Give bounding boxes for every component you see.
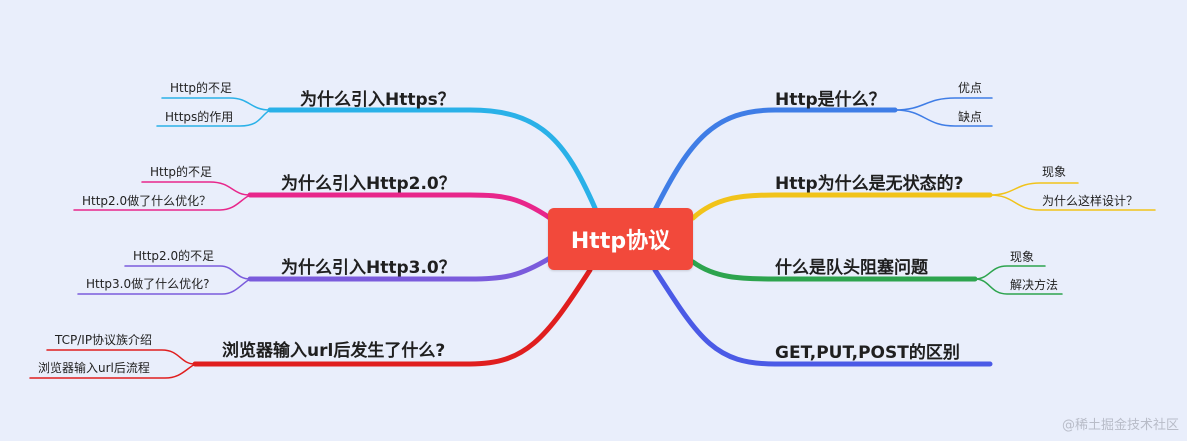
branch-line-why-https: [267, 107, 598, 211]
topic-what-is-http[interactable]: Http是什么？: [775, 90, 886, 110]
subtopic-phenomenon-stateless[interactable]: 现象: [1042, 165, 1067, 179]
topic-browser-url[interactable]: 浏览器输入url后发生了什么?: [222, 341, 446, 361]
child-line-why-designed: [989, 194, 1156, 211]
branch-line-what-is-http: [652, 107, 898, 213]
subtopic-url-flow[interactable]: 浏览器输入url后流程: [38, 361, 150, 375]
child-line-tcpip-intro: [46, 349, 196, 365]
subtopic-why-designed[interactable]: 为什么这样设计？: [1042, 194, 1139, 208]
child-line-solution: [974, 278, 1063, 295]
topic-head-of-line-blocking[interactable]: 什么是队头阻塞问题: [775, 258, 928, 278]
subtopic-http-shortcomings-2[interactable]: Http的不足: [150, 165, 213, 179]
child-line-http2-shortcomings: [124, 265, 251, 280]
subtopic-http2-shortcomings[interactable]: Http2.0的不足: [133, 249, 215, 263]
topic-why-http3[interactable]: 为什么引入Http3.0？: [281, 258, 456, 278]
watermark: @稀土掘金技术社区: [1061, 418, 1179, 433]
branch-line-hol: [690, 259, 978, 282]
subtopic-phenomenon-hol[interactable]: 现象: [1010, 250, 1035, 264]
subtopic-https-role[interactable]: Https的作用: [165, 110, 234, 124]
branch-line-why-http2: [247, 192, 553, 221]
branch-line-get-put-post: [652, 267, 993, 367]
subtopic-http-shortcomings-1[interactable]: Http的不足: [170, 81, 233, 95]
subtopic-http3-optimizations[interactable]: Http3.0做了什么优化?: [86, 277, 210, 291]
child-line-http-shortcomings-2: [141, 181, 251, 196]
topic-get-put-post[interactable]: GET,PUT,POST的区别: [775, 343, 960, 363]
subtopic-http2-optimizations[interactable]: Http2.0做了什么优化？: [82, 194, 212, 208]
branch-line-browser-url: [192, 267, 593, 367]
topic-http-stateless[interactable]: Http为什么是无状态的?: [775, 174, 964, 194]
subtopic-disadvantages[interactable]: 缺点: [958, 110, 983, 124]
central-topic[interactable]: Http协议: [548, 208, 693, 270]
subtopic-advantages[interactable]: 优点: [958, 81, 983, 95]
child-line-url-flow: [29, 363, 196, 379]
child-line-phenomenon-stateless: [989, 182, 1079, 196]
branch-line-why-http3: [247, 255, 553, 282]
child-line-https-role: [156, 109, 271, 127]
topic-why-https[interactable]: 为什么引入Https？: [300, 90, 455, 110]
subtopic-tcpip-intro[interactable]: TCP/IP协议族介绍: [55, 333, 153, 347]
subtopic-solution[interactable]: 解决方法: [1010, 278, 1059, 292]
child-line-http3-optimizations: [77, 278, 251, 295]
child-line-disadvantages: [894, 109, 993, 127]
topic-why-http2[interactable]: 为什么引入Http2.0？: [281, 174, 456, 194]
child-line-http-shortcomings-1: [161, 97, 271, 111]
branch-line-stateless: [690, 192, 993, 221]
child-line-advantages: [894, 97, 993, 111]
child-line-http2-optimizations: [73, 194, 251, 211]
child-line-phenomenon-hol: [974, 265, 1046, 280]
